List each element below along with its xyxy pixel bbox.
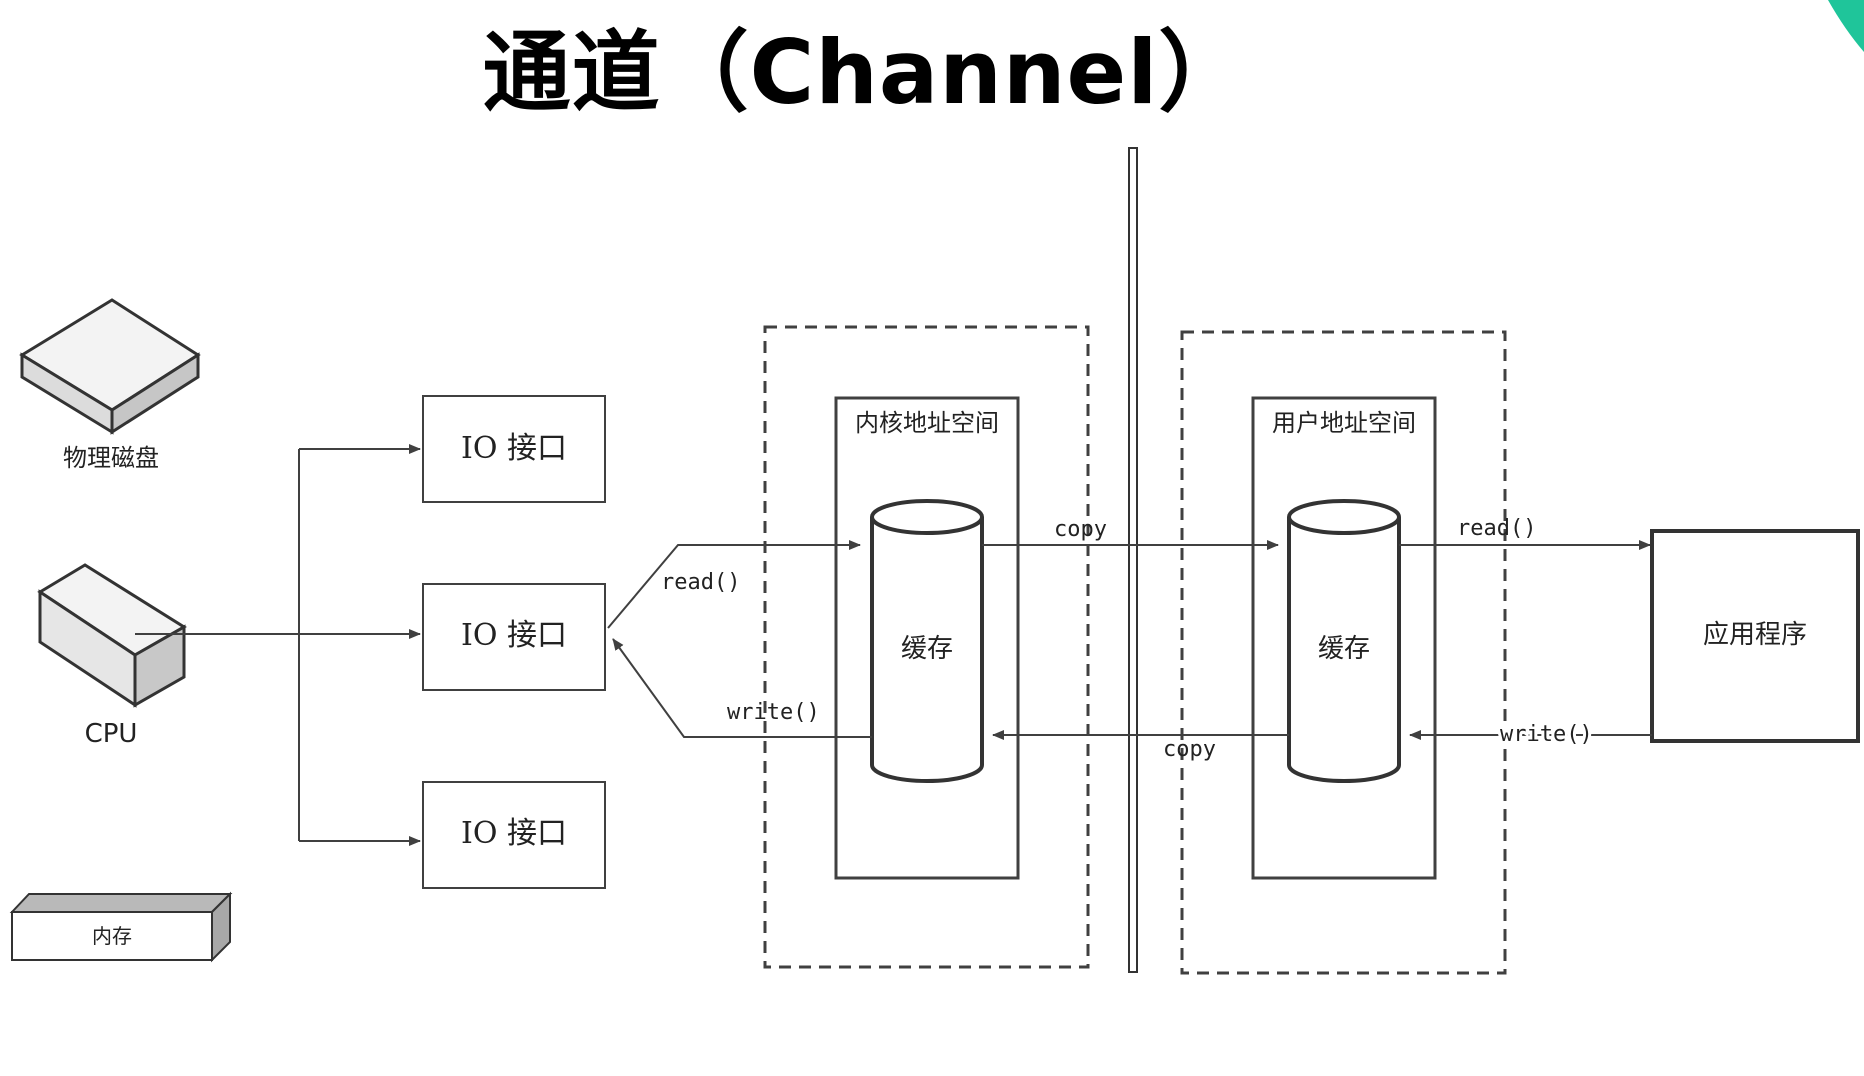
page-title: 通道（Channel） <box>482 21 1248 124</box>
io-interface-box <box>422 781 606 889</box>
io-interface-label: IO 接口 <box>461 816 567 851</box>
corner-accent-shape <box>1828 0 1864 52</box>
kernel-cache-label: 缓存 <box>901 634 953 664</box>
copy-to-user-label: copy <box>1054 517 1107 542</box>
app-read-label: read() <box>1457 516 1536 541</box>
space-divider <box>1128 147 1138 973</box>
io-write-arrow <box>612 638 872 738</box>
memory-icon <box>9 891 233 963</box>
io-interface-box <box>422 583 606 691</box>
app-write-label: write() <box>1500 722 1593 747</box>
kernel-dashed-region <box>763 325 1090 969</box>
io-interface-label: IO 接口 <box>461 618 567 653</box>
kernel-address-space-label: 内核地址空间 <box>855 409 999 437</box>
kernel-cache-cylinder <box>870 499 984 783</box>
user-dashed-region <box>1180 330 1507 975</box>
cpu-label: CPU <box>85 719 138 749</box>
application-box <box>1650 529 1860 743</box>
user-cache-cylinder <box>1287 499 1401 783</box>
application-label: 应用程序 <box>1703 620 1807 650</box>
copy-to-kernel-label: copy <box>1163 737 1216 762</box>
io-write-label: write() <box>727 700 820 725</box>
cpu-icon <box>37 563 187 708</box>
disk-icon <box>19 298 201 435</box>
memory-label: 内存 <box>92 924 132 948</box>
user-address-space-label: 用户地址空间 <box>1272 409 1416 437</box>
disk-label: 物理磁盘 <box>63 444 159 472</box>
io-interface-label: IO 接口 <box>461 431 567 466</box>
user-cache-label: 缓存 <box>1318 634 1370 664</box>
io-read-arrow <box>607 540 861 629</box>
io-read-label: read() <box>661 570 740 595</box>
io-interface-box <box>422 395 606 503</box>
